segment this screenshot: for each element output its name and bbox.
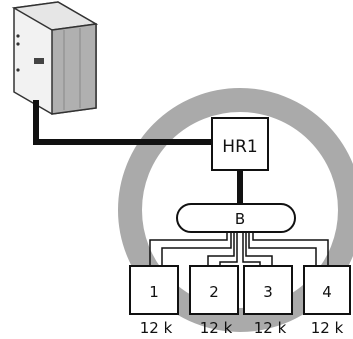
unit-capacity: 12 k: [140, 319, 173, 337]
indoor-unit-2: 2: [189, 265, 239, 315]
branch-label: B: [235, 210, 245, 228]
unit-capacity: 12 k: [200, 319, 233, 337]
indoor-unit-4: 4: [303, 265, 351, 315]
indoor-unit-3: 3: [243, 265, 293, 315]
unit-number: 4: [322, 283, 332, 301]
outdoor-unit-icon: [11, 1, 99, 115]
unit-number: 1: [149, 283, 159, 301]
zone-ring: [118, 88, 353, 332]
indoor-unit-1: 1: [129, 265, 179, 315]
unit-number: 3: [263, 283, 273, 301]
unit-capacity: 12 k: [254, 319, 287, 337]
unit-capacity: 12 k: [311, 319, 344, 337]
unit-number: 2: [209, 283, 219, 301]
main-pipe: [33, 100, 212, 145]
branch-box-b: B: [176, 203, 296, 233]
hr1-label: HR1: [222, 137, 257, 157]
branch-lines: [149, 230, 329, 266]
hr1-box: HR1: [211, 117, 269, 171]
